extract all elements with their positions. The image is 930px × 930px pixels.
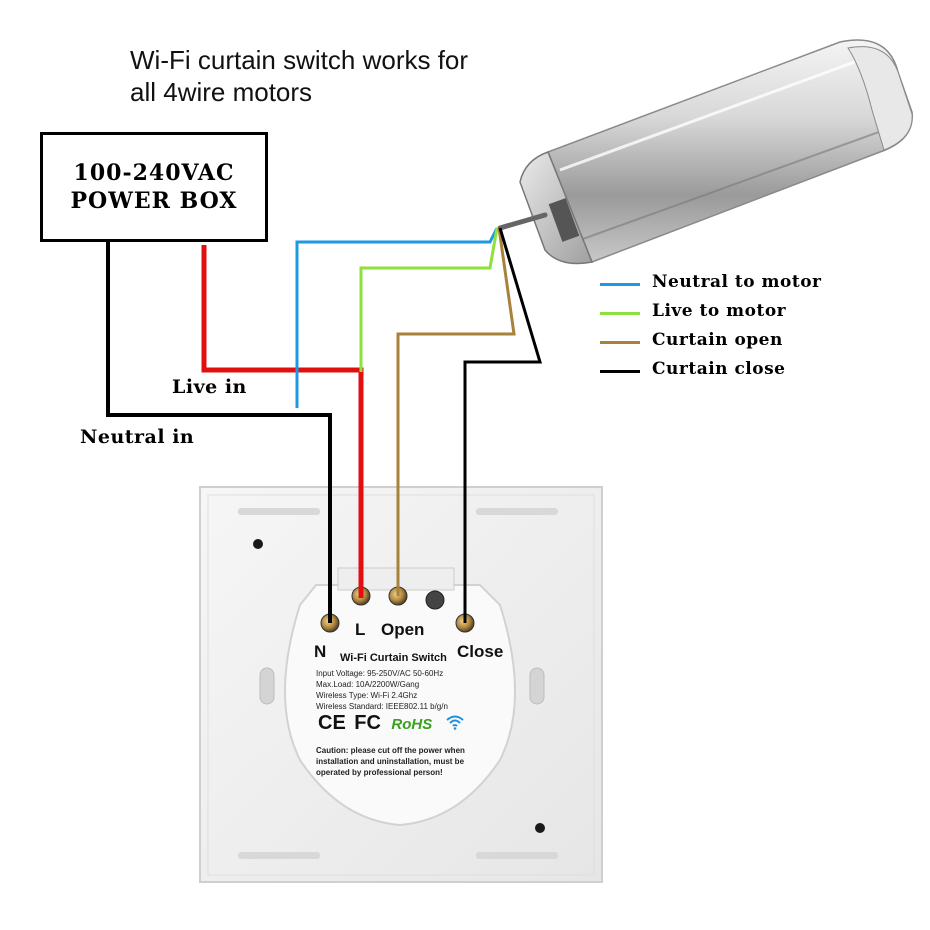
- spec-line: Wireless Type: Wi-Fi 2.4Ghz: [316, 691, 418, 700]
- legend-swatch: [600, 370, 640, 373]
- legend-swatch: [600, 283, 640, 286]
- legend-item: Live to motor: [600, 299, 900, 328]
- terminal-label-close: Close: [457, 642, 504, 661]
- terminal-label-n: N: [314, 642, 327, 661]
- title-line-2: all 4wire motors: [130, 77, 313, 107]
- legend-swatch: [600, 341, 640, 344]
- spec-line: Max.Load: 10A/2200W/Gang: [316, 680, 420, 689]
- diagram-title: Wi-Fi curtain switch works for all 4wire…: [130, 44, 570, 108]
- legend-item: Neutral to motor: [600, 270, 900, 299]
- title-line-1: Wi-Fi curtain switch works for: [130, 45, 469, 75]
- caution-line: Caution: please cut off the power when: [316, 746, 465, 755]
- spec-line: Input Voltage: 95-250V/AC 50-60Hz: [316, 669, 444, 678]
- legend-label: Curtain open: [652, 330, 783, 350]
- certification-marks: CE FC RoHS: [318, 712, 465, 735]
- wire-legend: Neutral to motor Live to motor Curtain o…: [600, 270, 900, 386]
- terminal-screw-close: [455, 613, 475, 633]
- legend-item: Curtain open: [600, 328, 900, 357]
- legend-item: Curtain close: [600, 357, 900, 386]
- terminal-label-open: Open: [381, 620, 425, 639]
- wifi-icon: [445, 714, 465, 735]
- caution-text: Caution: please cut off the power when i…: [316, 745, 465, 778]
- terminal-screw-l: [351, 586, 371, 606]
- fc-mark: FC: [354, 712, 381, 734]
- neutral-in-label: Neutral in: [80, 426, 195, 448]
- legend-label: Neutral to motor: [652, 272, 822, 292]
- terminal-screw-n: [320, 613, 340, 633]
- rohs-mark: RoHS: [391, 716, 433, 733]
- terminal-screw-open: [388, 586, 408, 606]
- ce-mark: CE: [318, 712, 346, 734]
- legend-label: Live to motor: [652, 301, 787, 321]
- live-in-label: Live in: [172, 376, 247, 398]
- switch-specs: Input Voltage: 95-250V/AC 50-60Hz Max.Lo…: [316, 668, 448, 712]
- power-box-voltage: 100-240VAC: [73, 160, 235, 186]
- power-box: 100-240VAC POWER BOX: [40, 132, 268, 242]
- switch-name: Wi-Fi Curtain Switch: [340, 652, 447, 664]
- legend-label: Curtain close: [652, 359, 786, 379]
- power-box-label: POWER BOX: [70, 188, 238, 214]
- caution-line: installation and uninstallation, must be: [316, 757, 465, 766]
- spec-line: Wireless Standard: IEEE802.11 b/g/n: [316, 702, 448, 711]
- curtain-motor: [497, 39, 913, 265]
- terminal-screw-unused: [425, 590, 445, 610]
- caution-line: operated by professional person!: [316, 768, 443, 777]
- legend-swatch: [600, 312, 640, 315]
- terminal-label-l: L: [355, 620, 366, 639]
